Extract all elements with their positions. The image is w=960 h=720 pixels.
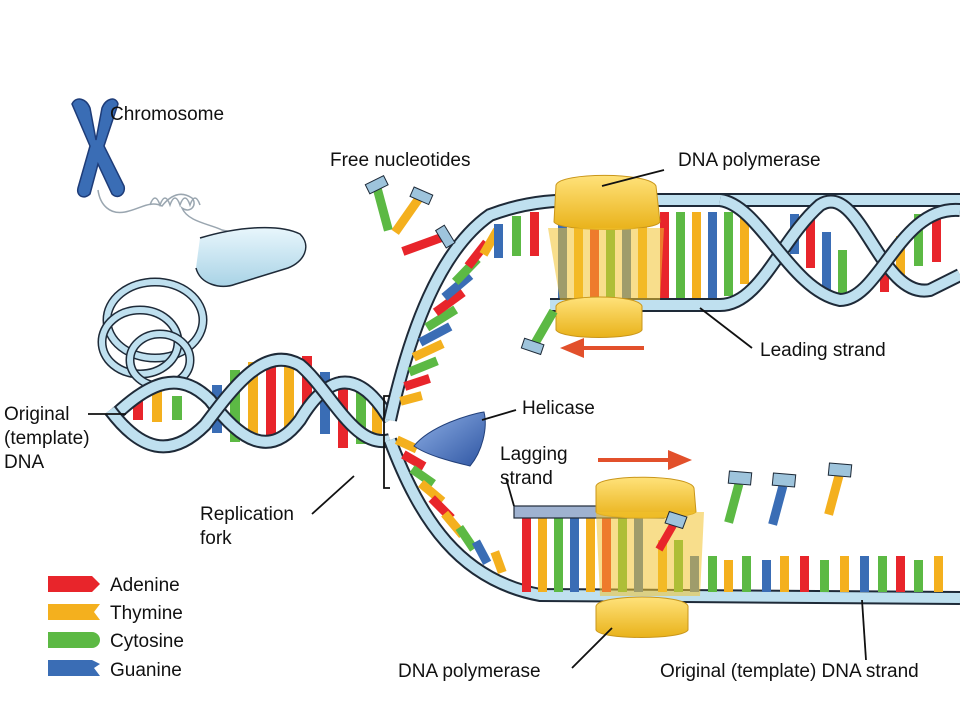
chromosome-icon bbox=[71, 98, 126, 198]
chromatin-coils bbox=[149, 197, 201, 208]
adenine-swatch-icon bbox=[48, 576, 100, 592]
free-nucleotides bbox=[364, 175, 853, 552]
label-original-template-strand: Original (template) DNA strand bbox=[660, 661, 919, 682]
label-replication-fork-line1: Replication bbox=[200, 504, 294, 525]
helicase-icon bbox=[413, 411, 486, 467]
label-lagging-strand-line2: strand bbox=[500, 468, 553, 489]
guanine-swatch-icon bbox=[48, 660, 100, 676]
leader-lines bbox=[88, 169, 867, 669]
legend-item-cytosine: Cytosine bbox=[48, 631, 184, 652]
label-dna-polymerase-bottom: DNA polymerase bbox=[398, 661, 541, 682]
upper-arm-rungs bbox=[399, 212, 539, 406]
legend-item-thymine: Thymine bbox=[48, 603, 183, 624]
lower-arm-rungs bbox=[394, 435, 507, 575]
label-original-dna-line2: (template) bbox=[4, 428, 90, 449]
label-original-dna-line3: DNA bbox=[4, 452, 44, 473]
dna-polymerase-top bbox=[548, 174, 664, 338]
label-dna-polymerase-top: DNA polymerase bbox=[678, 150, 821, 171]
label-chromosome: Chromosome bbox=[110, 104, 224, 125]
cytosine-swatch-icon bbox=[48, 632, 100, 648]
replication-fork-bracket bbox=[383, 395, 390, 489]
lagging-direction-arrow bbox=[598, 450, 692, 470]
legend-label-guanine: Guanine bbox=[110, 660, 182, 681]
label-original-dna-line1: Original bbox=[4, 404, 69, 425]
original-double-helix bbox=[104, 352, 397, 454]
lagging-rungs bbox=[522, 518, 943, 592]
legend-item-adenine: Adenine bbox=[48, 575, 180, 596]
legend-label-thymine: Thymine bbox=[110, 603, 183, 624]
leading-strand-backbone bbox=[550, 193, 960, 312]
leading-direction-arrow bbox=[560, 338, 644, 358]
legend-item-guanine: Guanine bbox=[48, 660, 182, 681]
legend-label-adenine: Adenine bbox=[110, 575, 180, 596]
dna-polymerase-bottom bbox=[595, 476, 704, 638]
thymine-swatch-icon bbox=[48, 604, 100, 620]
chromatin-fiber bbox=[97, 189, 261, 239]
label-replication-fork-line2: fork bbox=[200, 528, 232, 549]
legend-label-cytosine: Cytosine bbox=[110, 631, 184, 652]
label-helicase: Helicase bbox=[522, 398, 595, 419]
label-lagging-strand-line1: Lagging bbox=[500, 444, 568, 465]
label-free-nucleotides: Free nucleotides bbox=[330, 150, 470, 171]
label-leading-strand: Leading strand bbox=[760, 340, 886, 361]
legend: Adenine Thymine Cytosine Guanine bbox=[48, 575, 184, 681]
